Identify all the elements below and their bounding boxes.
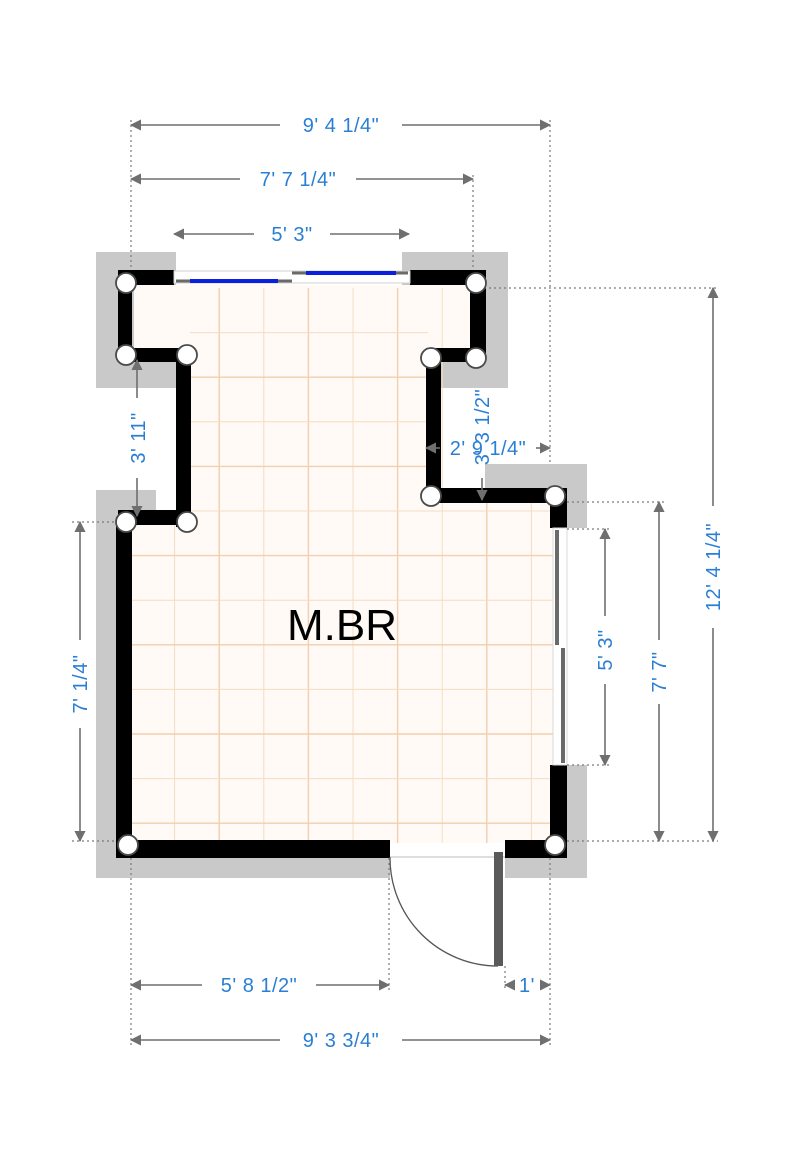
room-label: M.BR [287, 601, 397, 650]
wall-notch-left [426, 355, 441, 503]
room-floor [128, 285, 556, 845]
corner-handle[interactable] [544, 485, 566, 507]
dim-notch-width: 2' 9 1/4" [450, 438, 527, 460]
dimension-labels: 9' 4 1/4" 7' 7 1/4" 5' 3" 3' 11" 7' 1/4"… [70, 115, 725, 1052]
corner-handle[interactable] [115, 511, 137, 533]
dimension-lines [74, 119, 719, 1046]
corner-handle[interactable] [117, 834, 139, 856]
corner-handle[interactable] [176, 511, 198, 533]
wall-notch-bottom [426, 488, 566, 503]
dim-bottom-right: 1' [519, 975, 535, 997]
top-window [173, 270, 411, 284]
bottom-door [389, 843, 505, 967]
dim-left-upper: 3' 11" [128, 412, 150, 463]
wall-left-jog [176, 355, 191, 527]
corner-handle[interactable] [465, 272, 487, 294]
right-sliding-door [552, 527, 568, 766]
dim-right-overall: 12' 4 1/4" [703, 523, 725, 611]
extension-lines [72, 120, 718, 1045]
dim-notch-height: 3' 3 1/2" [472, 389, 494, 466]
corner-handle[interactable] [420, 485, 442, 507]
corner-handle[interactable] [465, 347, 487, 369]
wall-left-jog-top [118, 348, 193, 362]
dim-left-lower: 7' 1/4" [70, 655, 92, 714]
dim-right-window: 5' 3" [595, 629, 617, 670]
corner-handle[interactable] [544, 834, 566, 856]
wall-right-bottom [550, 765, 567, 857]
dim-bottom-overall: 9' 3 3/4" [303, 1030, 380, 1052]
corner-handle[interactable] [115, 272, 137, 294]
wall-left-lower [116, 517, 132, 857]
corner-handle[interactable] [420, 347, 442, 369]
corner-handle[interactable] [176, 344, 198, 366]
floor-grid [130, 288, 553, 843]
corner-handle[interactable] [115, 344, 137, 366]
dim-top-overall: 9' 4 1/4" [303, 115, 380, 137]
dim-bottom-left: 5' 8 1/2" [221, 975, 298, 997]
dim-top-inner: 7' 7 1/4" [260, 169, 337, 191]
corner-handles[interactable] [115, 272, 566, 856]
dim-right-wall: 7' 7" [649, 651, 671, 692]
wall-bottom-left [116, 840, 390, 858]
dim-top-window: 5' 3" [271, 224, 312, 246]
